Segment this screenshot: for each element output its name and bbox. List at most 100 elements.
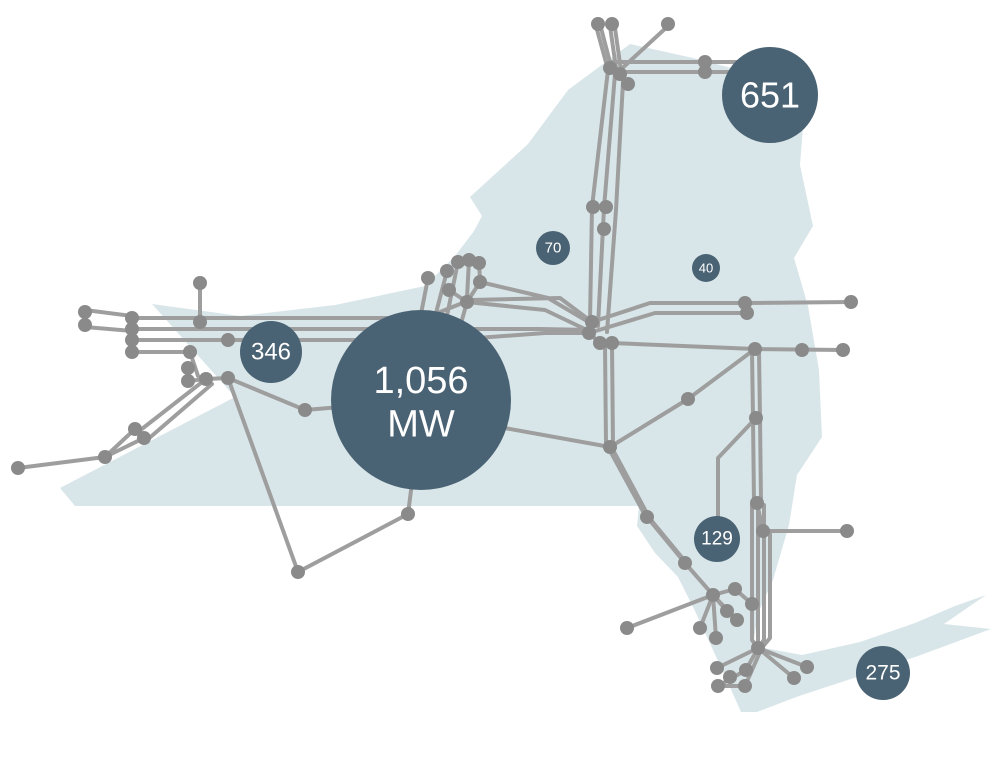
transmission-line <box>683 561 715 597</box>
transmission-line <box>716 416 758 524</box>
substation-node <box>125 322 139 336</box>
substation-node <box>750 496 764 510</box>
transmission-line <box>615 24 670 75</box>
bubble-central-1056-circle <box>331 310 511 490</box>
substation-node <box>125 345 139 359</box>
substation-node <box>11 461 25 475</box>
substation-node <box>291 565 305 579</box>
substation-node <box>199 372 213 386</box>
substation-node <box>620 621 634 635</box>
bubble-east-40: 40 <box>692 254 720 282</box>
transmission-line <box>711 593 718 640</box>
substation-node <box>711 679 725 693</box>
substation-node <box>613 67 627 81</box>
transmission-line <box>751 416 756 505</box>
transmission-line <box>83 325 134 333</box>
substation-node <box>125 333 139 347</box>
substation-node <box>591 17 605 31</box>
substation-node <box>128 422 142 436</box>
transmission-line <box>478 280 594 326</box>
substation-node <box>582 326 596 340</box>
substation-node <box>221 333 235 347</box>
transmission-line <box>610 343 615 449</box>
substation-node <box>460 295 474 309</box>
substation-node <box>586 200 600 214</box>
transmission-line <box>226 376 307 412</box>
substation-node <box>599 200 613 214</box>
transmission-line <box>136 377 208 434</box>
substation-node <box>472 256 486 270</box>
transmission-line <box>590 300 853 324</box>
transmission-line <box>605 80 625 334</box>
bubble-central-70-label: 70 <box>545 240 562 257</box>
transmission-line <box>758 416 763 505</box>
substation-node <box>740 306 754 320</box>
substation-node <box>756 524 770 538</box>
substation-node <box>221 371 235 385</box>
substation-node <box>661 17 675 31</box>
transmission-line <box>83 308 134 318</box>
transmission-line <box>757 349 762 420</box>
bubble-west-346: 346 <box>240 321 302 383</box>
substation-node <box>585 315 599 329</box>
bubble-north-651-circle <box>722 47 818 143</box>
transmission-line <box>103 436 146 459</box>
transmission-line <box>756 646 809 669</box>
substation-node <box>787 671 801 685</box>
substation-node <box>836 343 850 357</box>
bubble-west-346-label: 346 <box>251 339 291 366</box>
substation-node <box>678 556 692 570</box>
substation-node <box>738 679 752 693</box>
transmission-line <box>130 327 594 332</box>
transmission-line <box>587 311 749 335</box>
transmission-line <box>603 343 608 447</box>
transmission-line <box>594 24 609 68</box>
bubble-longisland-275-label: 275 <box>865 662 900 685</box>
transmission-line <box>715 646 760 670</box>
substation-node <box>728 582 742 596</box>
substation-node <box>720 604 734 618</box>
bubble-central-70: 70 <box>536 231 570 265</box>
substation-node <box>451 255 465 269</box>
bubble-north-651: 651 <box>722 47 818 143</box>
substation-node <box>401 507 415 521</box>
transmission-line <box>145 382 214 442</box>
bubble-longisland-275: 275 <box>856 646 910 700</box>
transmission-line <box>465 300 591 333</box>
transmission-line <box>606 445 647 517</box>
bubble-hudson-129-label: 129 <box>701 529 733 550</box>
substation-node <box>193 315 207 329</box>
transmission-line <box>625 593 715 630</box>
substation-node <box>78 305 92 319</box>
bubble-hudson-129: 129 <box>694 516 740 562</box>
substation-node <box>440 264 454 278</box>
substation-node <box>593 336 607 350</box>
transmission-line <box>226 376 300 574</box>
bubble-east-40-label: 40 <box>699 261 713 276</box>
substation-node <box>298 403 312 417</box>
substation-node <box>698 55 712 69</box>
transmission-line <box>611 448 652 521</box>
substation-node <box>621 77 635 91</box>
substation-node <box>706 588 720 602</box>
transmission-line <box>756 646 796 680</box>
substation-node <box>421 271 435 285</box>
substation-node <box>844 295 858 309</box>
substation-node <box>710 661 724 675</box>
substation-node <box>605 17 619 31</box>
substation-node <box>125 311 139 325</box>
substation-node <box>698 65 712 79</box>
bubble-longisland-275-circle <box>856 646 910 700</box>
transmission-line <box>610 341 757 351</box>
substation-node <box>193 276 207 290</box>
substation-node <box>840 524 854 538</box>
bubble-west-346-circle <box>240 321 302 383</box>
transmission-nodes <box>11 17 858 693</box>
transmission-line <box>296 512 410 574</box>
substation-node <box>745 597 759 611</box>
substation-node <box>473 275 487 289</box>
